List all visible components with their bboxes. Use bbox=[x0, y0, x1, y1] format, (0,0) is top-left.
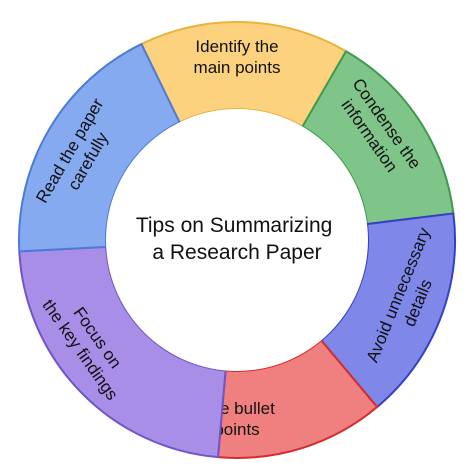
center-title: Tips on Summarizing a Research Paper bbox=[136, 214, 338, 264]
center-title-line-1: Tips on Summarizing bbox=[136, 214, 332, 237]
center-circle bbox=[106, 109, 368, 371]
segment-label-line: Identify the bbox=[195, 37, 278, 56]
segment-label-line: points bbox=[214, 420, 259, 439]
center-title-line-2: a Research Paper bbox=[152, 241, 321, 264]
segment-label-line: main points bbox=[194, 58, 281, 77]
segment-label-identify: Identify the main points bbox=[194, 37, 281, 77]
